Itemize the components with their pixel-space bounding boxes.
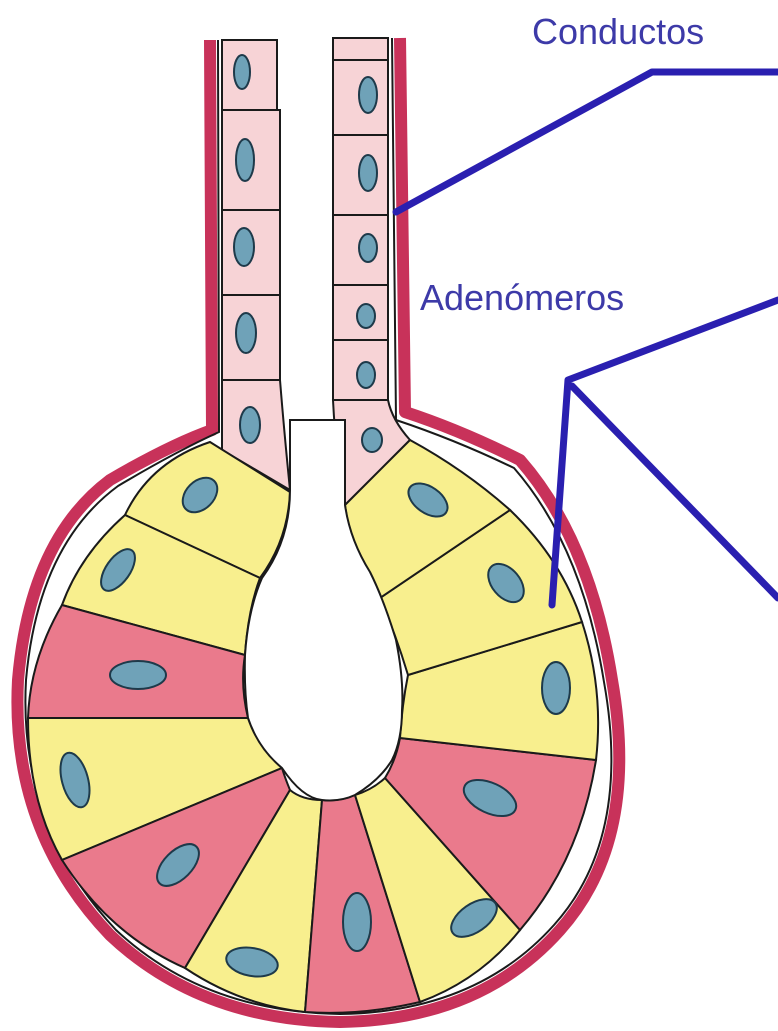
nucleus-icon	[236, 139, 254, 181]
nucleus-icon	[359, 155, 377, 191]
nucleus-icon	[362, 428, 382, 452]
nucleus-icon	[357, 304, 375, 328]
conductos-label: Conductos	[532, 11, 704, 52]
nucleus-icon	[357, 362, 375, 388]
duct-cell	[333, 38, 388, 60]
nucleus-icon	[234, 55, 250, 89]
nucleus-icon	[110, 661, 166, 689]
conductos-leader-line	[396, 72, 778, 212]
nucleus-icon	[359, 77, 377, 113]
adenomeros-label: Adenómeros	[420, 277, 624, 318]
nucleus-icon	[240, 407, 260, 443]
nucleus-icon	[236, 313, 256, 353]
nucleus-icon	[359, 234, 377, 262]
nucleus-icon	[343, 893, 371, 951]
nucleus-icon	[234, 228, 254, 266]
nucleus-icon	[542, 662, 570, 714]
adenomeros-leader-line-2	[572, 386, 778, 598]
